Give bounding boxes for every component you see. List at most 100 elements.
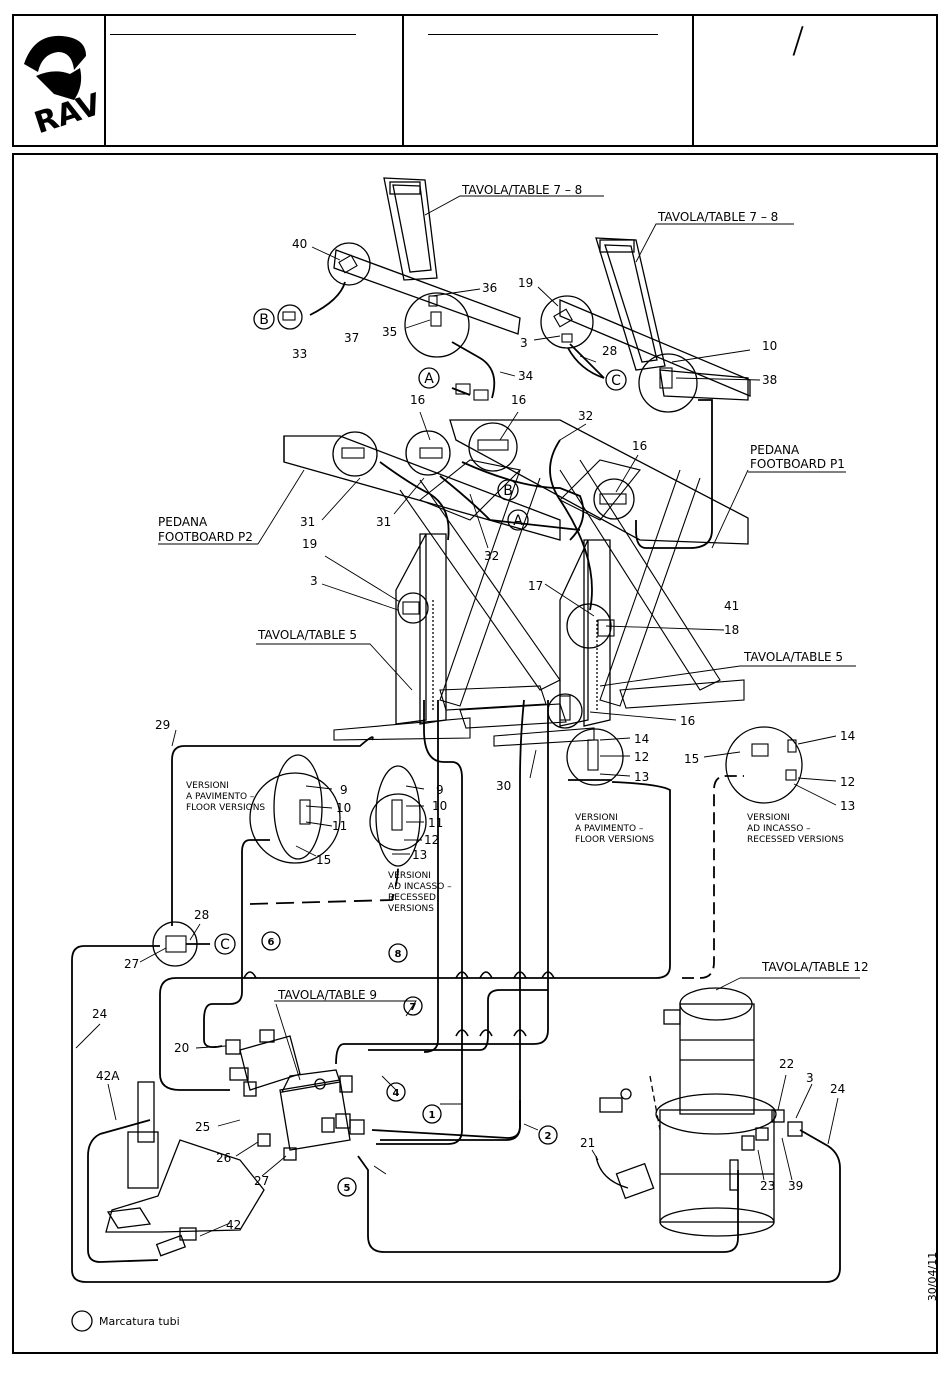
- label-footboard-p1-line2: FOOTBOARD P1: [750, 457, 845, 471]
- part-24: 23: [760, 1179, 775, 1193]
- part-44: 42A: [96, 1069, 120, 1083]
- part-11: 11: [428, 816, 443, 830]
- detail-circles: [152, 242, 803, 967]
- part-18: 17: [528, 579, 543, 593]
- caption-line: VERSIONI: [575, 813, 618, 823]
- part-39: 37: [344, 331, 359, 345]
- part-25: 24: [830, 1082, 845, 1096]
- part-17: 16: [410, 393, 425, 407]
- label-table-5-left: TAVOLA/TABLE 5: [257, 628, 357, 642]
- part-27: 25: [195, 1120, 210, 1134]
- part-12: 12: [634, 750, 649, 764]
- part-33: 31: [300, 515, 315, 529]
- hose-mark-4: 4: [393, 1088, 400, 1099]
- part-12: 12: [840, 775, 855, 789]
- part-41: 39: [788, 1179, 803, 1193]
- label-table-12: TAVOLA/TABLE 12: [761, 960, 869, 974]
- pedal-base: [105, 1081, 265, 1257]
- part-9: 9: [436, 783, 444, 797]
- part-22: 21: [580, 1136, 595, 1150]
- caption-line: VERSIONI: [747, 813, 790, 823]
- part-32: 30: [496, 779, 511, 793]
- part-16: 15: [684, 752, 699, 766]
- connector-letter-a: A: [424, 371, 434, 387]
- part-17: 16: [632, 439, 647, 453]
- part-10: 10: [336, 801, 351, 815]
- footboard-p2: [283, 435, 561, 541]
- logo-cell: RAV: [14, 16, 106, 145]
- rav-logo-icon: RAV: [24, 35, 106, 141]
- caption-recessed-versions-left: VERSIONI AD INCASSO – RECESSED VERSIONS: [388, 871, 452, 914]
- part-13: 13: [634, 770, 649, 784]
- connector-b-upper: [253, 308, 275, 330]
- part-26: 26: [216, 1151, 231, 1165]
- part-3: 3: [310, 574, 318, 588]
- title-cell-1: [104, 16, 404, 145]
- fittings: [165, 254, 797, 953]
- title-cell-2: [404, 16, 694, 145]
- part-42: 40: [292, 237, 307, 251]
- label-table-7-8-left: TAVOLA/TABLE 7 – 8: [461, 183, 582, 197]
- part-20: 19: [518, 276, 533, 290]
- part-35: 33: [292, 347, 307, 361]
- label-table-7-8-right: TAVOLA/TABLE 7 – 8: [657, 210, 778, 224]
- connector-a-upper: [418, 367, 440, 389]
- part-13: 13: [412, 848, 427, 862]
- part-23: 22: [779, 1057, 794, 1071]
- upper-right-cylinder: [559, 237, 751, 401]
- part-20: 19: [302, 537, 317, 551]
- label-table-5-right: TAVOLA/TABLE 5: [743, 650, 843, 664]
- caption-line: RECESSED VERSIONS: [747, 835, 844, 845]
- part-40: 38: [762, 373, 777, 387]
- part-14: 14: [840, 729, 855, 743]
- legend-hose-marking: Marcatura tubi: [99, 1315, 180, 1328]
- hose-mark-7: 7: [410, 1002, 417, 1013]
- connector-letters: B A C B A C: [220, 312, 621, 953]
- caption-floor-versions-right: VERSIONI A PAVIMENTO – FLOOR VERSIONS: [575, 813, 654, 845]
- caption-line: RECESSED: [388, 893, 436, 903]
- lower-right-cylinder: [559, 539, 611, 727]
- caption-line: VERSIONS: [388, 904, 434, 914]
- label-footboard-p2-line1: PEDANA: [158, 515, 208, 529]
- caption-line: FLOOR VERSIONS: [575, 835, 654, 845]
- part-3: 3: [520, 336, 528, 350]
- caption-line: VERSIONI: [388, 871, 431, 881]
- caption-line: VERSIONI: [186, 781, 229, 791]
- upper-left-cylinder: [333, 177, 521, 335]
- title-block: RAV /: [12, 14, 938, 147]
- connector-markers: [214, 308, 627, 955]
- drawing-frame: [12, 153, 938, 1354]
- connector-letter-b: B: [259, 312, 269, 328]
- date-text: 30/04/11: [926, 1251, 940, 1302]
- part-3: 3: [806, 1071, 814, 1085]
- part-33: 31: [376, 515, 391, 529]
- lower-left-cylinder: [395, 533, 447, 725]
- part-9: 9: [340, 783, 348, 797]
- part-15: 13: [840, 799, 855, 813]
- part-31: 29: [155, 718, 170, 732]
- part-30: 28: [194, 908, 209, 922]
- hose-crossings: [243, 971, 555, 1037]
- part-10: 10: [432, 799, 447, 813]
- part-21: 20: [174, 1041, 189, 1055]
- part-19: 18: [724, 623, 739, 637]
- part-29: 27: [124, 957, 139, 971]
- hose-mark-circles: [71, 931, 558, 1332]
- part-17: 16: [511, 393, 526, 407]
- power-unit: [599, 987, 803, 1237]
- title-underline-1: [110, 34, 356, 35]
- label-table-9: TAVOLA/TABLE 9: [277, 988, 377, 1002]
- hose-mark-1: 1: [429, 1110, 436, 1121]
- title-underline-2: [428, 34, 658, 35]
- part-14: 14: [634, 732, 649, 746]
- hose-lines: [71, 281, 841, 1283]
- label-footboard-p2-line2: FOOTBOARD P2: [158, 530, 253, 544]
- hose-mark-6: 6: [268, 937, 275, 948]
- connector-letter-a: A: [513, 513, 523, 529]
- part-30: 28: [602, 344, 617, 358]
- caption-recessed-versions-right: VERSIONI AD INCASSO – RECESSED VERSIONS: [747, 813, 844, 845]
- connector-letter-b: B: [503, 483, 513, 499]
- caption-line: A PAVIMENTO –: [575, 824, 644, 834]
